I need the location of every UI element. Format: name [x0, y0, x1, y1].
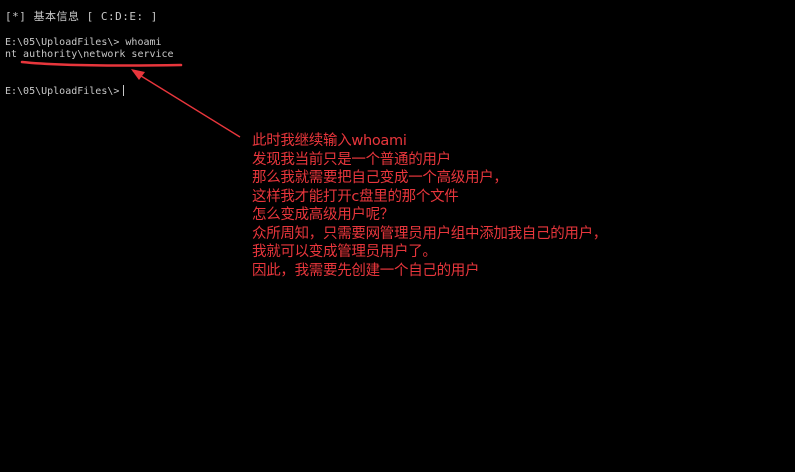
whoami-output: nt authority\network service: [5, 49, 174, 60]
annotation-line: 发现我当前只是一个普通的用户: [252, 151, 451, 168]
text-cursor: [123, 85, 125, 96]
command-prompt[interactable]: E:\05\UploadFiles\>: [5, 85, 125, 98]
annotation-line: 那么我就需要把自己变成一个高级用户，: [252, 170, 508, 186]
arrow-head-icon: [131, 69, 145, 80]
annotation-line: 怎么变成高级用户呢？: [252, 207, 394, 223]
annotation-line: 这样我才能打开c盘里的那个文件: [252, 188, 459, 205]
underline-mark: [20, 60, 183, 67]
info-header: [*] 基本信息 [ C:D:E: ]: [5, 10, 158, 23]
annotation-line: 此时我继续输入whoami: [252, 133, 407, 149]
annotation-line: 因此，我需要先创建一个自己的用户: [252, 262, 480, 279]
annotation-text-block: 此时我继续输入whoami 发现我当前只是一个普通的用户 那么我就需要把自己变成…: [252, 132, 772, 280]
prompt-text: E:\05\UploadFiles\>: [5, 86, 120, 97]
annotation-line: 众所周知，只需要网管理员用户组中添加我自己的用户，: [252, 225, 607, 242]
annotation-line: 我就可以变成管理员用户了。: [252, 244, 437, 260]
command-line-whoami: E:\05\UploadFiles\> whoami: [5, 37, 162, 48]
pointer-arrow-line: [132, 70, 241, 138]
